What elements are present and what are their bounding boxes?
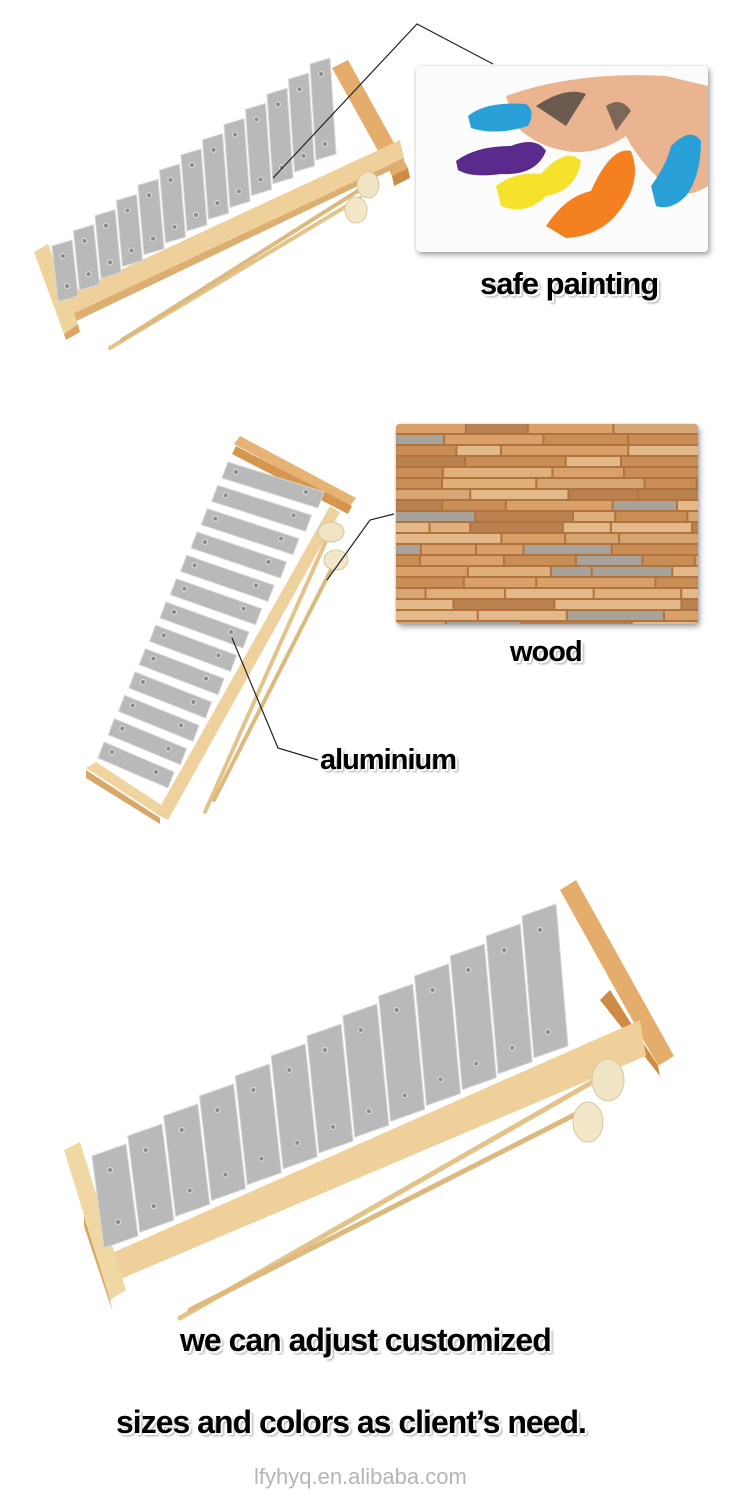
caption-safe-painting: safe painting — [480, 266, 659, 301]
caption-aluminium: aluminium — [320, 744, 457, 776]
wood-planks-photo — [396, 424, 698, 624]
xylophone-image-1 — [0, 0, 750, 380]
caption-customized-line1: we can adjust customized — [180, 1322, 552, 1358]
finger-paint-photo — [416, 66, 708, 252]
xylophone-illustration — [34, 57, 410, 350]
watermark: lfyhyq.en.alibaba.com — [254, 1464, 467, 1489]
caption-wood: wood — [510, 636, 583, 668]
xylophone-image-3 — [0, 860, 750, 1340]
caption-customized-line2: sizes and colors as client’s need. — [116, 1404, 587, 1440]
